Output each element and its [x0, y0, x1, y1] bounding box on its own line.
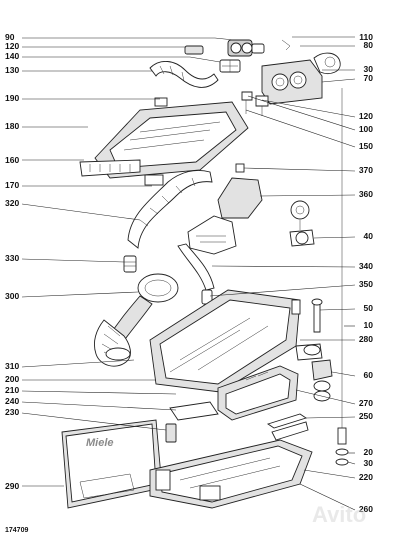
callout-label-370: 370: [359, 165, 373, 175]
callout-label-360: 360: [359, 189, 373, 199]
valve-40: [289, 200, 315, 247]
callout-label-100: 100: [359, 124, 373, 134]
callout-label-50: 50: [364, 303, 374, 313]
callout-label-240: 240: [5, 396, 19, 406]
callout-label-10: 10: [364, 320, 374, 330]
right-callout-labels: 1108030701201001503703604034035050102806…: [359, 32, 373, 514]
dispenser-housing: [261, 39, 341, 105]
callout-label-350: 350: [359, 279, 373, 289]
connector-330: [123, 255, 137, 273]
callout-label-210: 210: [5, 385, 19, 395]
callout-label-60: 60: [364, 370, 374, 380]
callout-label-190: 190: [5, 93, 19, 103]
callout-label-30a: 30: [364, 64, 374, 74]
callout-label-290: 290: [5, 481, 19, 491]
callout-label-150: 150: [359, 141, 373, 151]
drawing-number: 174709: [5, 527, 28, 534]
callout-label-140: 140: [5, 51, 19, 61]
callout-label-200: 200: [5, 374, 19, 384]
callout-label-230: 230: [5, 407, 19, 417]
callout-label-340: 340: [359, 261, 373, 271]
callout-label-110: 110: [359, 32, 373, 42]
callout-label-270: 270: [359, 398, 373, 408]
callout-label-20: 20: [364, 447, 374, 457]
callout-label-250: 250: [359, 411, 373, 421]
callout-label-130: 130: [5, 65, 19, 75]
pipe-50: [311, 298, 323, 333]
callout-label-30b: 30: [364, 458, 374, 468]
callout-label-120a: 120: [5, 41, 19, 51]
callout-label-120b: 120: [359, 111, 373, 121]
rail-250: [266, 413, 309, 441]
callout-label-320: 320: [5, 198, 19, 208]
callout-label-300: 300: [5, 291, 19, 301]
sump-housing: [149, 289, 323, 393]
callout-label-330: 330: [5, 253, 19, 263]
callout-label-220: 220: [359, 472, 373, 482]
inlet-bracket: [187, 163, 263, 255]
svg-text:Miele: Miele: [86, 437, 114, 449]
bellows-hose-300: [93, 273, 179, 367]
clips-120-100-150: [241, 91, 269, 116]
dispenser-tray: [79, 97, 249, 186]
drawer-insert-270: [217, 365, 299, 421]
watermark: Avito: [312, 502, 366, 527]
callout-label-40: 40: [364, 231, 374, 241]
leader-lines: [21, 36, 356, 511]
mounting-plate-240: [165, 401, 219, 443]
callout-label-180: 180: [5, 121, 19, 131]
hose-340: [177, 243, 215, 305]
callout-label-310: 310: [5, 361, 19, 371]
front-panel-290: Miele: [61, 419, 163, 509]
callout-label-170: 170: [5, 180, 19, 190]
hose-320: [127, 170, 213, 249]
callout-label-90: 90: [5, 32, 15, 42]
base-box-220: [149, 439, 313, 509]
upper-hose-130: [149, 61, 219, 88]
rod-10: [335, 88, 349, 466]
callout-label-70: 70: [364, 73, 374, 83]
callout-label-80: 80: [364, 40, 374, 50]
inlet-valve-assembly: [184, 39, 265, 73]
callout-label-260: 260: [359, 504, 373, 514]
callout-label-280: 280: [359, 334, 373, 344]
callout-label-160: 160: [5, 155, 19, 165]
